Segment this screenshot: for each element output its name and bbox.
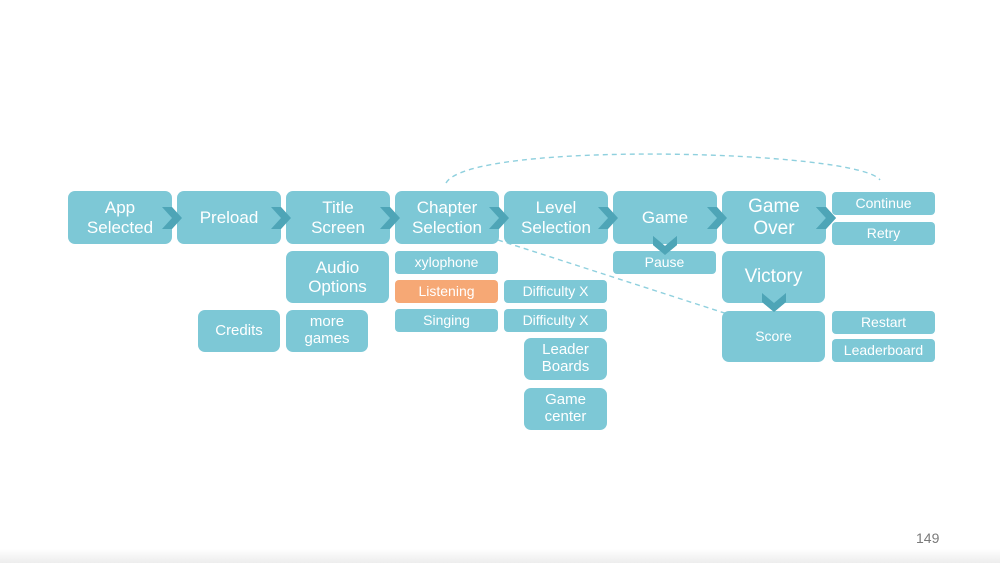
node-listening[interactable]: Listening <box>395 280 498 303</box>
node-leaderboard[interactable]: Leaderboard <box>832 339 935 362</box>
node-leader-boards[interactable]: Leader Boards <box>524 338 607 380</box>
bottom-shadow <box>0 549 1000 563</box>
node-game-over[interactable]: Game Over <box>722 191 826 244</box>
node-audio-options[interactable]: Audio Options <box>286 251 389 303</box>
node-retry[interactable]: Retry <box>832 222 935 245</box>
node-victory[interactable]: Victory <box>722 251 825 303</box>
node-continue[interactable]: Continue <box>832 192 935 215</box>
node-app-selected[interactable]: App Selected <box>68 191 172 244</box>
node-credits[interactable]: Credits <box>198 310 280 352</box>
node-level-selection[interactable]: Level Selection <box>504 191 608 244</box>
node-more-games[interactable]: more games <box>286 310 368 352</box>
dashed-loop-connector <box>445 153 881 184</box>
node-game-center[interactable]: Game center <box>524 388 607 430</box>
node-score[interactable]: Score <box>722 311 825 362</box>
node-title-screen[interactable]: Title Screen <box>286 191 390 244</box>
node-difficulty-2[interactable]: Difficulty X <box>504 309 607 332</box>
node-pause[interactable]: Pause <box>613 251 716 274</box>
node-preload[interactable]: Preload <box>177 191 281 244</box>
node-xylophone[interactable]: xylophone <box>395 251 498 274</box>
node-restart[interactable]: Restart <box>832 311 935 334</box>
node-singing[interactable]: Singing <box>395 309 498 332</box>
page-number: 149 <box>916 530 940 546</box>
node-game[interactable]: Game <box>613 191 717 244</box>
node-chapter-selection[interactable]: Chapter Selection <box>395 191 499 244</box>
node-difficulty-1[interactable]: Difficulty X <box>504 280 607 303</box>
